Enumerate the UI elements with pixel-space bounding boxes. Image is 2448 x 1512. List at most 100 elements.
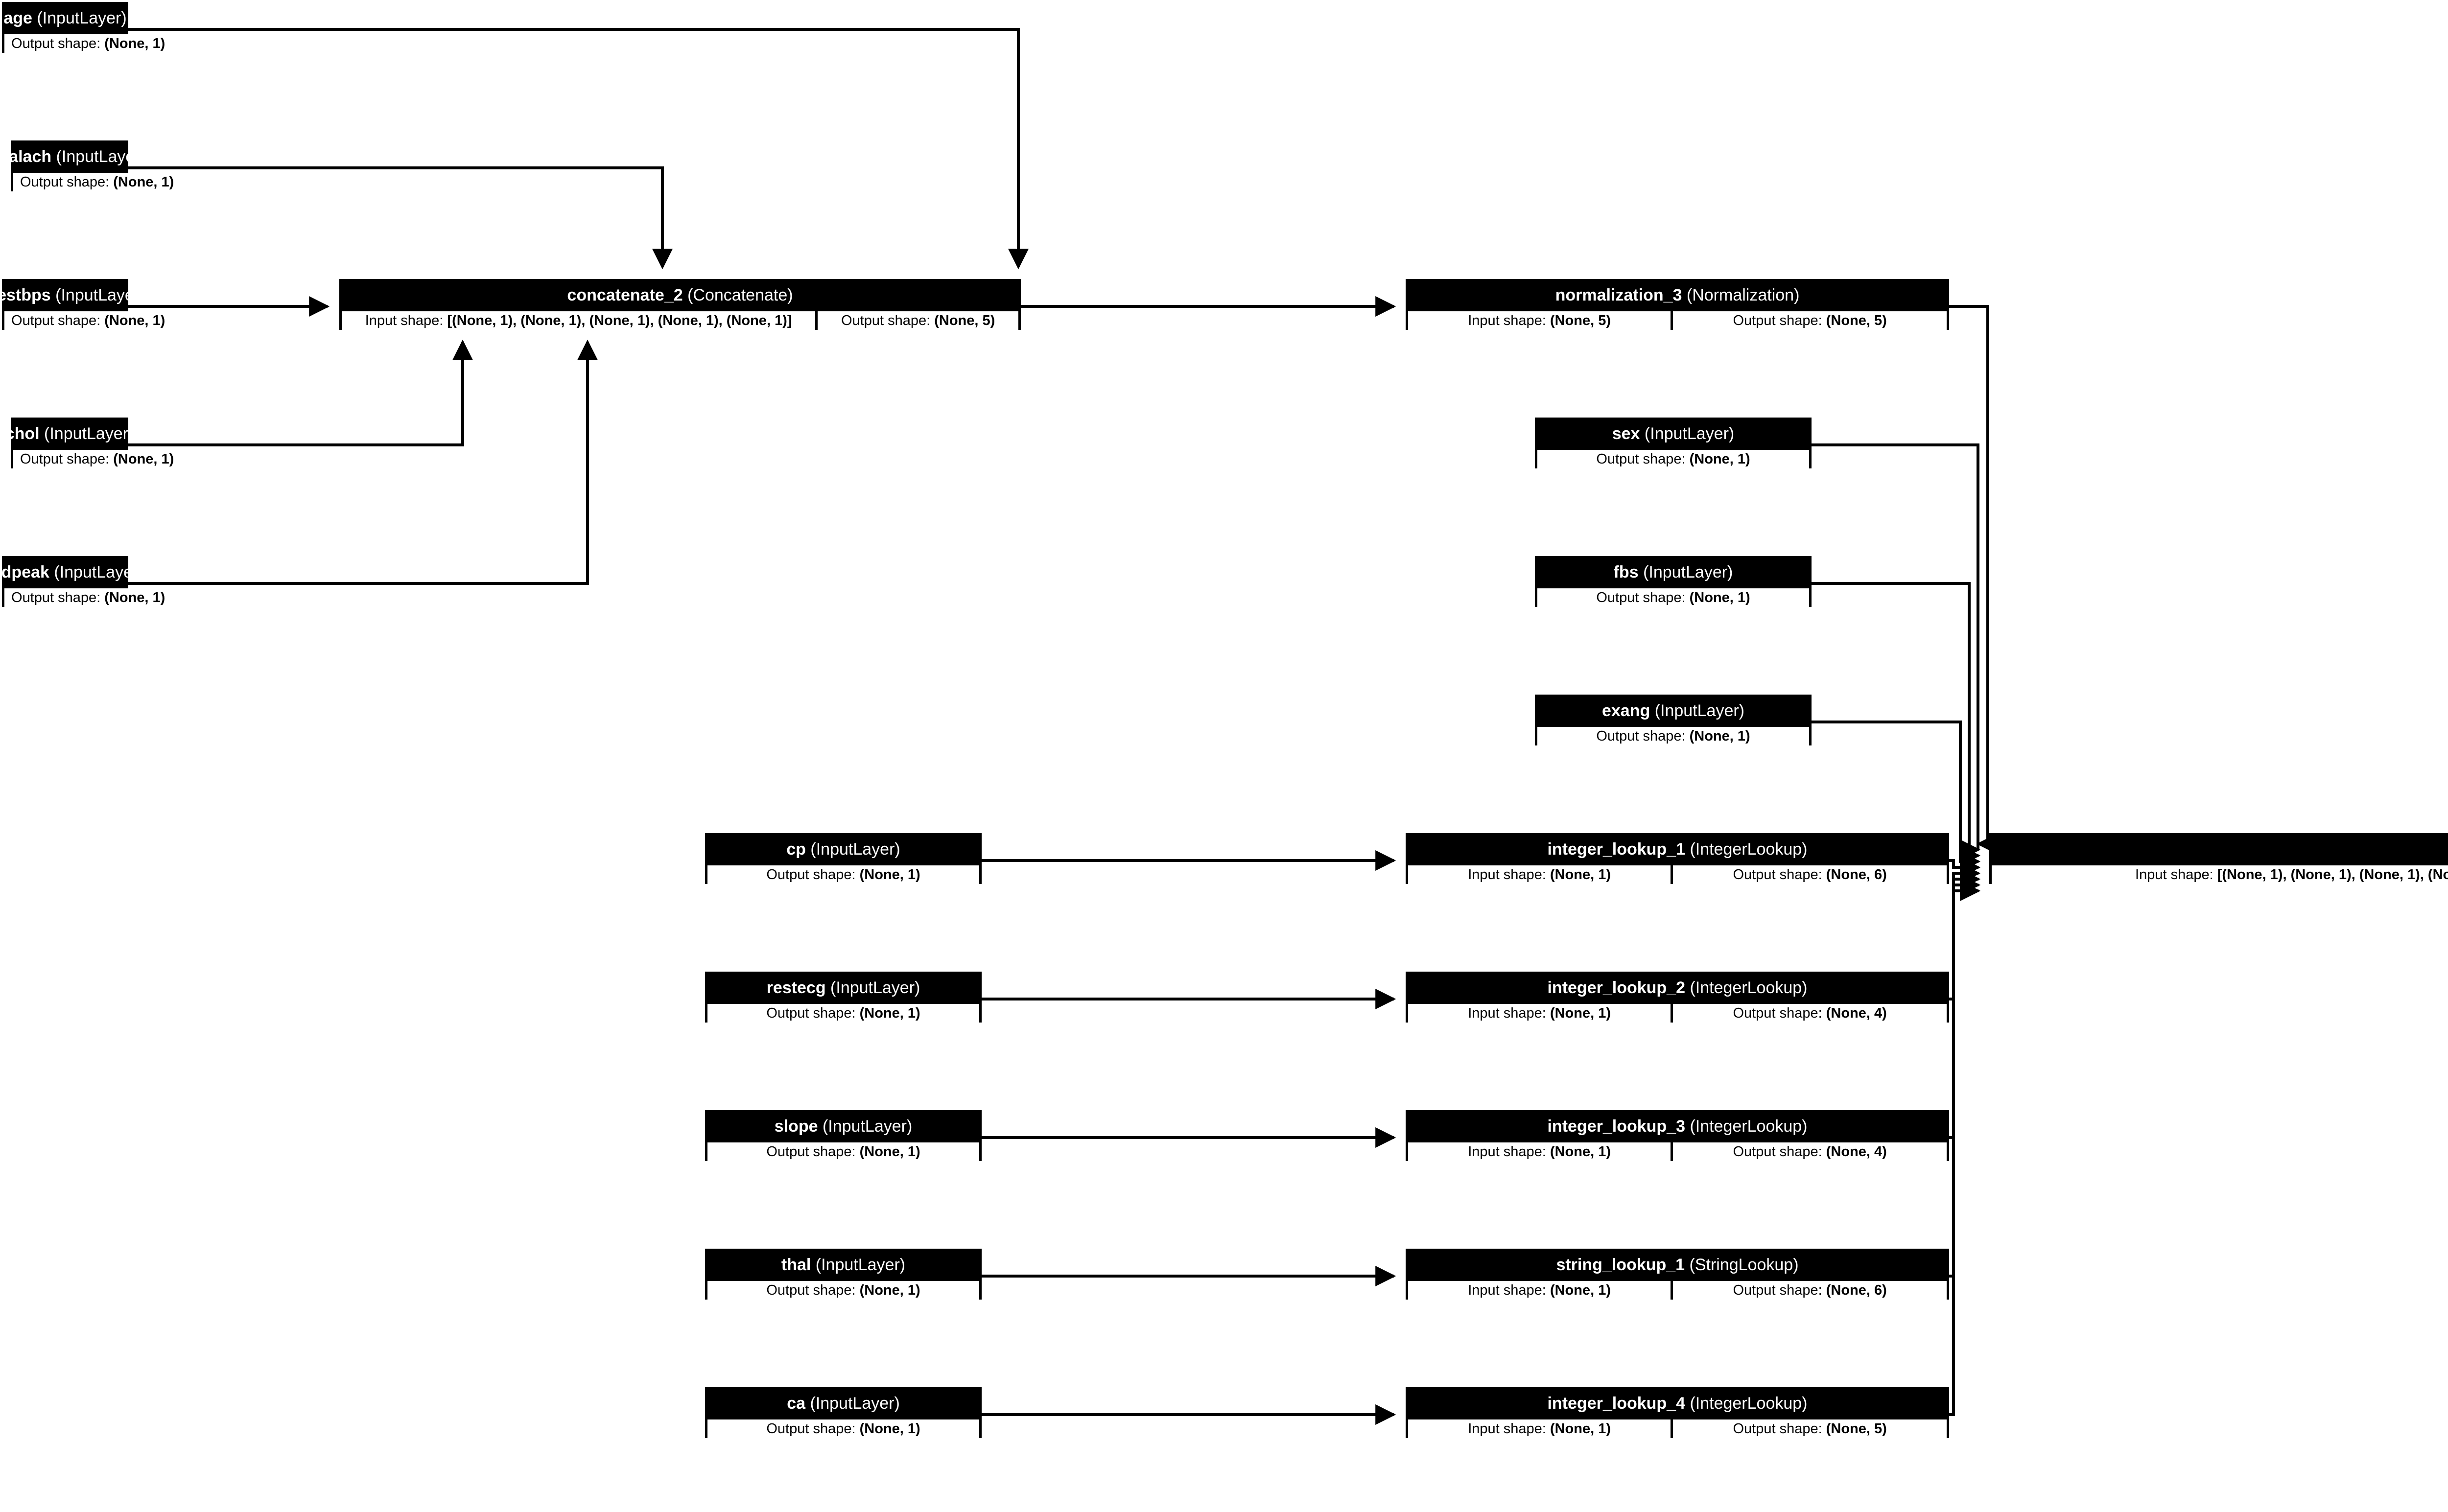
input-shape-cell: Input shape: (None, 1): [1408, 1142, 1671, 1161]
layer-class: (InputLayer): [810, 1394, 900, 1413]
shape-value: (None, 1): [859, 1282, 920, 1298]
output-shape-cell: Output shape: (None, 1): [4, 588, 172, 607]
node-slope[interactable]: slope (InputLayer)Output shape: (None, 1…: [705, 1110, 982, 1161]
node-thalach[interactable]: thalach (InputLayer)Output shape: (None,…: [0, 140, 181, 191]
shape-value: (None, 1): [1550, 1282, 1611, 1298]
output-shape-cell: Output shape: (None, 5): [1671, 311, 1947, 330]
node-oldpeak[interactable]: oldpeak (InputLayer) Output shape: (None,…: [0, 556, 172, 607]
layer-class: (InputLayer): [54, 563, 144, 582]
node-sex[interactable]: sex (InputLayer)Output shape: (None, 1): [1535, 418, 1812, 468]
node-shapes-fbs: Output shape: (None, 1): [1537, 586, 1809, 607]
node-cp[interactable]: cp (InputLayer)Output shape: (None, 1): [705, 833, 982, 884]
layer-name: age: [3, 9, 32, 27]
shape-label: Output shape:: [11, 589, 101, 605]
shape-label: Output shape:: [1733, 312, 1822, 328]
edge: [1812, 582, 1981, 866]
node-thal[interactable]: thal (InputLayer) Output shape: (None, 1): [705, 1249, 982, 1300]
node-concatenate_3[interactable]: concatenate_3 (Concatenate) Input shape: …: [1989, 833, 2448, 884]
edge: [128, 28, 1029, 270]
layer-class: (IntegerLookup): [1690, 840, 1808, 859]
output-shape-cell: Output shape: (None, 5): [815, 311, 1019, 330]
node-shapes-cp: Output shape: (None, 1): [707, 863, 979, 884]
node-chol[interactable]: chol (InputLayer) Output shape: (None, 1): [5, 418, 181, 468]
shape-label: Output shape:: [1733, 866, 1822, 883]
shape-value: (None, 4): [1826, 1005, 1887, 1021]
layer-name: chol: [5, 424, 40, 443]
shape-value: (None, 1): [859, 1143, 920, 1160]
shape-value: (None, 1): [113, 451, 174, 467]
layer-name: thal: [781, 1256, 811, 1274]
node-integer_lookup_2[interactable]: integer_lookup_2 (IntegerLookup)Input sh…: [1406, 972, 1949, 1023]
node-title-age: age (InputLayer): [3, 4, 127, 32]
shape-label: Output shape:: [20, 451, 110, 467]
output-shape-cell: Output shape: (None, 1): [707, 1004, 979, 1023]
input-shape-cell: Input shape: [(None, 1), (None, 1), (Non…: [1992, 865, 2448, 884]
node-title-trestbps: trestbps (InputLayer): [0, 281, 145, 309]
shape-value: (None, 5): [1826, 312, 1887, 328]
layer-name: sex: [1612, 424, 1640, 443]
output-shape-cell: Output shape: (None, 1): [4, 34, 172, 53]
node-title-integer_lookup_1: integer_lookup_1 (IntegerLookup): [1408, 836, 1947, 863]
shape-value: [(None, 1), (None, 1), (None, 1), (None,…: [447, 312, 792, 328]
input-shape-cell: Input shape: (None, 1): [1408, 865, 1671, 884]
shape-value: (None, 1): [859, 1005, 920, 1021]
layer-class: (InputLayer): [815, 1256, 906, 1274]
node-restecg[interactable]: restecg (InputLayer)Output shape: (None,…: [705, 972, 982, 1023]
edge: [1949, 875, 1981, 1278]
shape-label: Output shape:: [766, 1282, 856, 1298]
shape-value: (None, 5): [1550, 312, 1611, 328]
node-string_lookup_1[interactable]: string_lookup_1 (StringLookup)Input shap…: [1406, 1249, 1949, 1300]
node-integer_lookup_3[interactable]: integer_lookup_3 (IntegerLookup)Input sh…: [1406, 1110, 1949, 1161]
node-shapes-age: Output shape: (None, 1): [4, 32, 172, 53]
node-fbs[interactable]: fbs (InputLayer) Output shape: (None, 1): [1535, 556, 1812, 607]
shape-value: (None, 1): [104, 35, 165, 51]
edge: [128, 339, 473, 446]
node-exang[interactable]: exang (InputLayer)Output shape: (None, 1…: [1535, 695, 1812, 745]
node-shapes-oldpeak: Output shape: (None, 1): [4, 586, 172, 607]
shape-value: (None, 6): [1826, 1282, 1887, 1298]
shape-label: Input shape:: [1468, 1420, 1546, 1437]
shape-label: Input shape:: [365, 312, 444, 328]
shape-value: (None, 4): [1826, 1143, 1887, 1160]
output-shape-cell: Output shape: (None, 1): [1537, 727, 1809, 745]
output-shape-cell: Output shape: (None, 4): [1671, 1004, 1947, 1023]
shape-value: (None, 1): [113, 174, 174, 190]
shape-value: (None, 5): [934, 312, 995, 328]
node-shapes-integer_lookup_4: Input shape: (None, 1)Output shape: (Non…: [1408, 1417, 1947, 1438]
shape-label: Input shape:: [1468, 1282, 1546, 1298]
input-shape-cell: Input shape: (None, 1): [1408, 1004, 1671, 1023]
shape-value: (None, 1): [1689, 589, 1750, 605]
layer-name: fbs: [1613, 563, 1639, 582]
node-ca[interactable]: ca (InputLayer)Output shape: (None, 1): [705, 1387, 982, 1438]
layer-class: (InputLayer): [44, 424, 134, 443]
node-shapes-thalach: Output shape: (None, 1): [13, 170, 181, 191]
shape-label: Output shape:: [1596, 728, 1686, 744]
node-integer_lookup_1[interactable]: integer_lookup_1 (IntegerLookup) Input sh…: [1406, 833, 1949, 884]
shape-label: Output shape:: [20, 174, 110, 190]
node-integer_lookup_4[interactable]: integer_lookup_4 (IntegerLookup)Input sh…: [1406, 1387, 1949, 1438]
shape-label: Output shape:: [1733, 1282, 1822, 1298]
node-age[interactable]: age (InputLayer) Output shape: (None, 1): [2, 2, 172, 53]
output-shape-cell: Output shape: (None, 5): [1671, 1419, 1947, 1438]
node-title-thal: thal (InputLayer): [707, 1251, 979, 1279]
layer-name: normalization_3: [1555, 286, 1682, 304]
node-title-sex: sex (InputLayer): [1537, 420, 1809, 447]
node-normalization_3[interactable]: normalization_3 (Normalization)Input sha…: [1406, 279, 1949, 330]
edge: [128, 339, 598, 585]
layer-class: (InputLayer): [1643, 563, 1733, 582]
layer-class: (InputLayer): [1644, 424, 1735, 443]
shape-label: Output shape:: [11, 35, 101, 51]
edge: [1949, 881, 1981, 1416]
shape-label: Output shape:: [766, 866, 856, 883]
edge: [1949, 863, 1981, 1000]
shape-value: (None, 1): [104, 312, 165, 328]
layer-name: oldpeak: [0, 563, 49, 582]
node-trestbps[interactable]: trestbps (InputLayer)Output shape: (None…: [0, 279, 172, 330]
layer-name: integer_lookup_2: [1547, 978, 1685, 997]
node-concatenate_2[interactable]: concatenate_2 (Concatenate)Input shape: …: [339, 279, 1021, 330]
shape-value: (None, 1): [859, 1420, 920, 1437]
output-shape-cell: Output shape: (None, 1): [1537, 588, 1809, 607]
node-shapes-integer_lookup_1: Input shape: (None, 1)Output shape: (Non…: [1408, 863, 1947, 884]
node-title-concatenate_3: concatenate_3 (Concatenate): [1992, 836, 2448, 863]
